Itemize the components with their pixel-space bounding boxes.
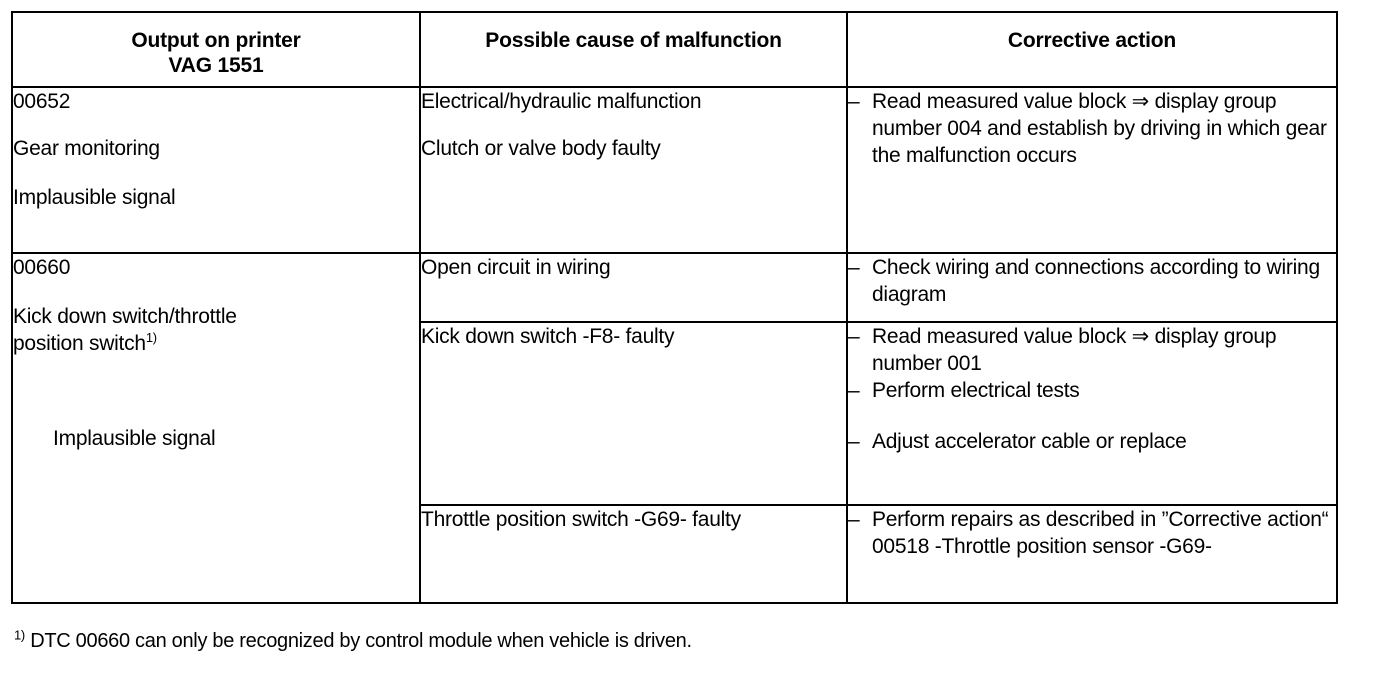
table-header-row: Output on printer VAG 1551 Possible caus…	[11, 11, 1338, 88]
fault-code: 00652	[13, 90, 71, 113]
possible-cause-cell-throttle-position-switch: Throttle position switch -G69- faulty	[419, 504, 848, 604]
action-text: Perform electrical tests	[872, 379, 1080, 403]
column-header-possible-cause: Possible cause of malfunction	[419, 11, 848, 88]
action-item: – Adjust accelerator cable or replace	[848, 428, 1336, 455]
column-header-line1: Possible cause of malfunction	[485, 29, 782, 52]
table-row: 00660 Kick down switch/throttle position…	[11, 251, 1338, 604]
dash-bullet-icon: –	[848, 430, 860, 454]
fault-name-line2: position switch1)	[13, 330, 419, 357]
table-row: Throttle position switch -G69- faulty – …	[12, 504, 1338, 604]
fault-signal: Implausible signal	[13, 186, 176, 209]
action-text: Check wiring and connections according t…	[872, 256, 1320, 306]
spacer	[13, 357, 419, 425]
possible-cause-cell-kickdown-switch: Kick down switch -F8- faulty	[419, 321, 848, 507]
possible-cause-cell-open-circuit: Open circuit in wiring	[419, 251, 848, 324]
column-header-corrective-action: Corrective action	[846, 11, 1338, 88]
table-row: 00652 Gear monitoring Implausible signal…	[11, 86, 1338, 254]
corrective-action-cell-kickdown-switch: – Read measured value block ⇒ display gr…	[846, 321, 1338, 507]
corrective-action-cell-throttle-position-switch: – Perform repairs as described in ”Corre…	[846, 504, 1338, 604]
dash-bullet-icon: –	[848, 325, 860, 349]
action-item: – Check wiring and connections according…	[848, 254, 1336, 308]
action-item: – Read measured value block ⇒ display gr…	[848, 323, 1336, 377]
cause-item: Kick down switch -F8- faulty	[421, 325, 675, 349]
cause-item: Throttle position switch -G69- faulty	[421, 508, 741, 532]
action-item: – Read measured value block ⇒ display gr…	[848, 88, 1336, 169]
dash-bullet-icon: –	[848, 379, 860, 403]
spacer	[421, 115, 846, 135]
possible-cause-cell-00652: Electrical/hydraulic malfunction Clutch …	[419, 86, 848, 254]
corrective-action-cell-open-circuit: – Check wiring and connections according…	[846, 251, 1338, 324]
action-item: – Perform repairs as described in ”Corre…	[848, 506, 1336, 560]
action-text: Read measured value block ⇒ display grou…	[872, 90, 1327, 167]
cause-item: Electrical/hydraulic malfunction	[421, 90, 702, 113]
dash-bullet-icon: –	[848, 508, 860, 532]
fault-code-cell-00652: 00652 Gear monitoring Implausible signal	[11, 86, 421, 254]
table-row: Kick down switch -F8- faulty – Read meas…	[12, 321, 1338, 507]
spacer	[13, 162, 419, 184]
column-header-output-on-printer: Output on printer VAG 1551	[11, 11, 421, 88]
action-item: – Perform electrical tests	[848, 377, 1336, 404]
spacer	[13, 281, 419, 303]
fault-signal: Implausible signal	[53, 427, 216, 450]
action-text: Perform repairs as described in ”Correct…	[872, 508, 1329, 559]
action-text: Adjust accelerator cable or replace	[872, 430, 1187, 454]
cause-item: Clutch or valve body faulty	[421, 137, 661, 160]
footnote: 1) DTC 00660 can only be recognized by c…	[14, 628, 692, 654]
fault-name-line1: Kick down switch/throttle	[13, 305, 237, 328]
fault-name: Gear monitoring	[13, 137, 160, 160]
fault-code-table: Output on printer VAG 1551 Possible caus…	[11, 11, 1338, 604]
footnote-marker: 1)	[145, 330, 157, 345]
column-header-line1: Output on printer	[131, 29, 301, 52]
cause-item: Open circuit in wiring	[421, 256, 611, 279]
fault-code: 00660	[13, 256, 71, 279]
spacer	[13, 115, 419, 135]
dash-bullet-icon: –	[848, 90, 860, 113]
corrective-action-cell-00652: – Read measured value block ⇒ display gr…	[846, 86, 1338, 254]
footnote-marker: 1)	[14, 627, 25, 643]
fault-code-cell-00660: 00660 Kick down switch/throttle position…	[11, 252, 421, 604]
footnote-text: DTC 00660 can only be recognized by cont…	[24, 630, 692, 652]
column-header-line1: Corrective action	[1007, 29, 1177, 52]
dash-bullet-icon: –	[848, 256, 860, 279]
fault-name-line2-text: position switch	[13, 332, 146, 355]
column-header-line2: VAG 1551	[168, 54, 264, 77]
action-text: Read measured value block ⇒ display grou…	[872, 325, 1277, 376]
